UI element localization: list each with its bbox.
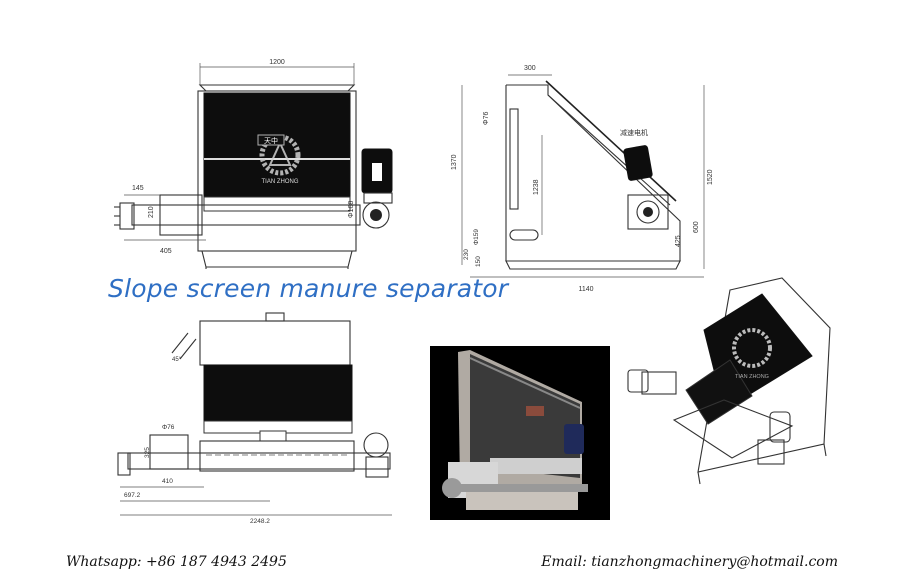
top-screen <box>203 364 353 422</box>
dim-outlet: Φ159 <box>473 229 480 245</box>
isometric-render: TIAN ZHONG <box>627 277 831 485</box>
dim-right-mid: 600 <box>693 221 700 233</box>
logo-plate-text: 天中 <box>264 136 278 145</box>
dim-mid: 230 <box>463 249 470 260</box>
dim-w1: 410 <box>162 478 173 485</box>
side-view-drawing: 300 1370 1238 Φ76 减速电机 Φ159 230 150 1520… <box>451 65 714 293</box>
dim-pipe-h2: 325 <box>144 447 151 458</box>
page-title: Slope screen manure separator <box>108 274 509 303</box>
email-contact[interactable]: Email: tianzhongmachinery@hotmail.com <box>541 554 838 570</box>
front-view-drawing: 1200 天中 TIAN ZHONG 145 210 Φ168 405 <box>114 59 393 269</box>
dim-top: 300 <box>524 65 536 72</box>
dim-angle: 45° <box>172 357 182 363</box>
iso-logo-text: TIAN ZHONG <box>735 374 769 380</box>
product-photo <box>430 346 610 520</box>
dim-pipe: Φ76 <box>483 112 490 125</box>
dim-inlet-d: Φ76 <box>162 424 175 431</box>
dim-height-a: 1370 <box>451 154 458 170</box>
dim-pipe-h: 210 <box>148 206 155 218</box>
dim-width: 1200 <box>269 59 285 66</box>
whatsapp-contact: Whatsapp: +86 187 4943 2495 <box>66 554 287 570</box>
top-view-drawing: 45° Φ76 325 410 697.2 2248.2 <box>117 312 392 525</box>
dim-height-c: 1520 <box>707 169 714 185</box>
side-motor <box>623 145 653 181</box>
dim-w2: 697.2 <box>124 492 141 499</box>
motor-label: 减速电机 <box>620 128 648 137</box>
dim-low: 150 <box>475 256 482 267</box>
dim-w3: 2248.2 <box>250 518 270 525</box>
dim-base: 1140 <box>578 286 593 293</box>
dim-height-b: 1238 <box>533 179 540 195</box>
dim-inlet: 145 <box>132 185 144 192</box>
logo-brand-text: TIAN ZHONG <box>262 179 299 185</box>
dim-pipe-d: Φ168 <box>348 201 355 218</box>
tianzhong-logo <box>257 134 301 176</box>
dim-foot: 405 <box>160 248 172 255</box>
dim-right-low: 425 <box>675 235 682 247</box>
